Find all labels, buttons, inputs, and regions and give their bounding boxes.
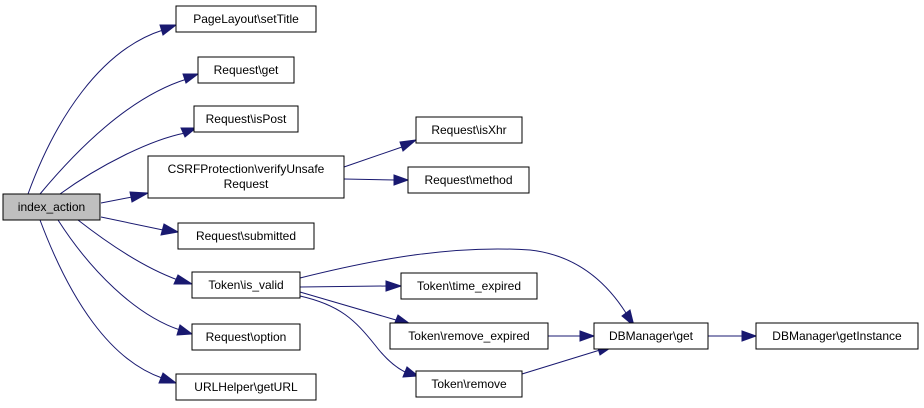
node-token-is-valid[interactable]: Token\is_valid xyxy=(191,271,301,299)
node-csrfprotection-verifyunsafe-request[interactable]: CSRFProtection\verifyUnsafe Request xyxy=(147,155,345,199)
edge-isvalid-to-time-expired xyxy=(299,280,403,292)
node-label: Request\option xyxy=(206,330,287,344)
node-token-remove-expired[interactable]: Token\remove_expired xyxy=(389,322,549,350)
node-label: Token\time_expired xyxy=(417,279,521,293)
node-label: Request\get xyxy=(214,63,279,77)
edge-isvalid-to-dbmanager-get xyxy=(299,248,635,328)
node-request-submitted[interactable]: Request\submitted xyxy=(177,222,315,250)
edge-index-to-submitted xyxy=(100,216,180,236)
edge-csrf-to-method xyxy=(343,174,410,186)
edge-index-to-request-get xyxy=(39,73,200,195)
node-request-isxhr[interactable]: Request\isXhr xyxy=(415,116,523,144)
edge-index-to-option xyxy=(57,219,194,336)
node-index-action[interactable]: index_action xyxy=(2,193,101,221)
node-request-option[interactable]: Request\option xyxy=(191,323,301,351)
edge-isvalid-to-remove xyxy=(299,295,420,378)
edge-index-to-csrf xyxy=(100,191,150,204)
node-dbmanager-get[interactable]: DBManager\get xyxy=(593,322,709,350)
node-token-time-expired[interactable]: Token\time_expired xyxy=(400,272,538,300)
edge-index-to-request-ispost xyxy=(59,127,198,195)
edge-dbmanager-get-to-getinstance xyxy=(708,330,758,342)
node-label: Request\isPost xyxy=(206,112,287,126)
node-label: Request\method xyxy=(424,173,512,187)
edge-index-to-geturl xyxy=(39,219,178,384)
node-label: Token\remove_expired xyxy=(408,329,529,343)
edge-index-to-settitle xyxy=(27,24,178,195)
edge-isvalid-to-remove-expired xyxy=(299,291,412,326)
node-label: index_action xyxy=(18,200,85,214)
edge-csrf-to-isxhr xyxy=(343,139,418,168)
node-label: Request\submitted xyxy=(196,229,296,243)
node-label-line2: Request xyxy=(224,177,269,191)
node-label: PageLayout\setTitle xyxy=(193,12,299,26)
node-request-method[interactable]: Request\method xyxy=(407,166,530,194)
node-label: Token\remove xyxy=(431,377,507,391)
node-request-ispost[interactable]: Request\isPost xyxy=(193,105,299,133)
node-token-remove[interactable]: Token\remove xyxy=(415,370,523,398)
node-label-line1: CSRFProtection\verifyUnsafe xyxy=(168,162,325,176)
node-label: DBManager\getInstance xyxy=(772,329,902,343)
node-label: URLHelper\getURL xyxy=(194,380,298,394)
node-pagelayout-settitle[interactable]: PageLayout\setTitle xyxy=(175,5,317,33)
edge-remove-expired-to-dbmanager-get xyxy=(548,330,596,342)
node-request-get[interactable]: Request\get xyxy=(197,56,295,84)
node-label: Request\isXhr xyxy=(431,123,506,137)
node-label: DBManager\get xyxy=(609,329,694,343)
edge-index-to-is-valid xyxy=(77,219,194,285)
node-label: Token\is_valid xyxy=(208,278,283,292)
node-dbmanager-getinstance[interactable]: DBManager\getInstance xyxy=(755,322,919,350)
node-urlhelper-geturl[interactable]: URLHelper\getURL xyxy=(175,373,317,401)
